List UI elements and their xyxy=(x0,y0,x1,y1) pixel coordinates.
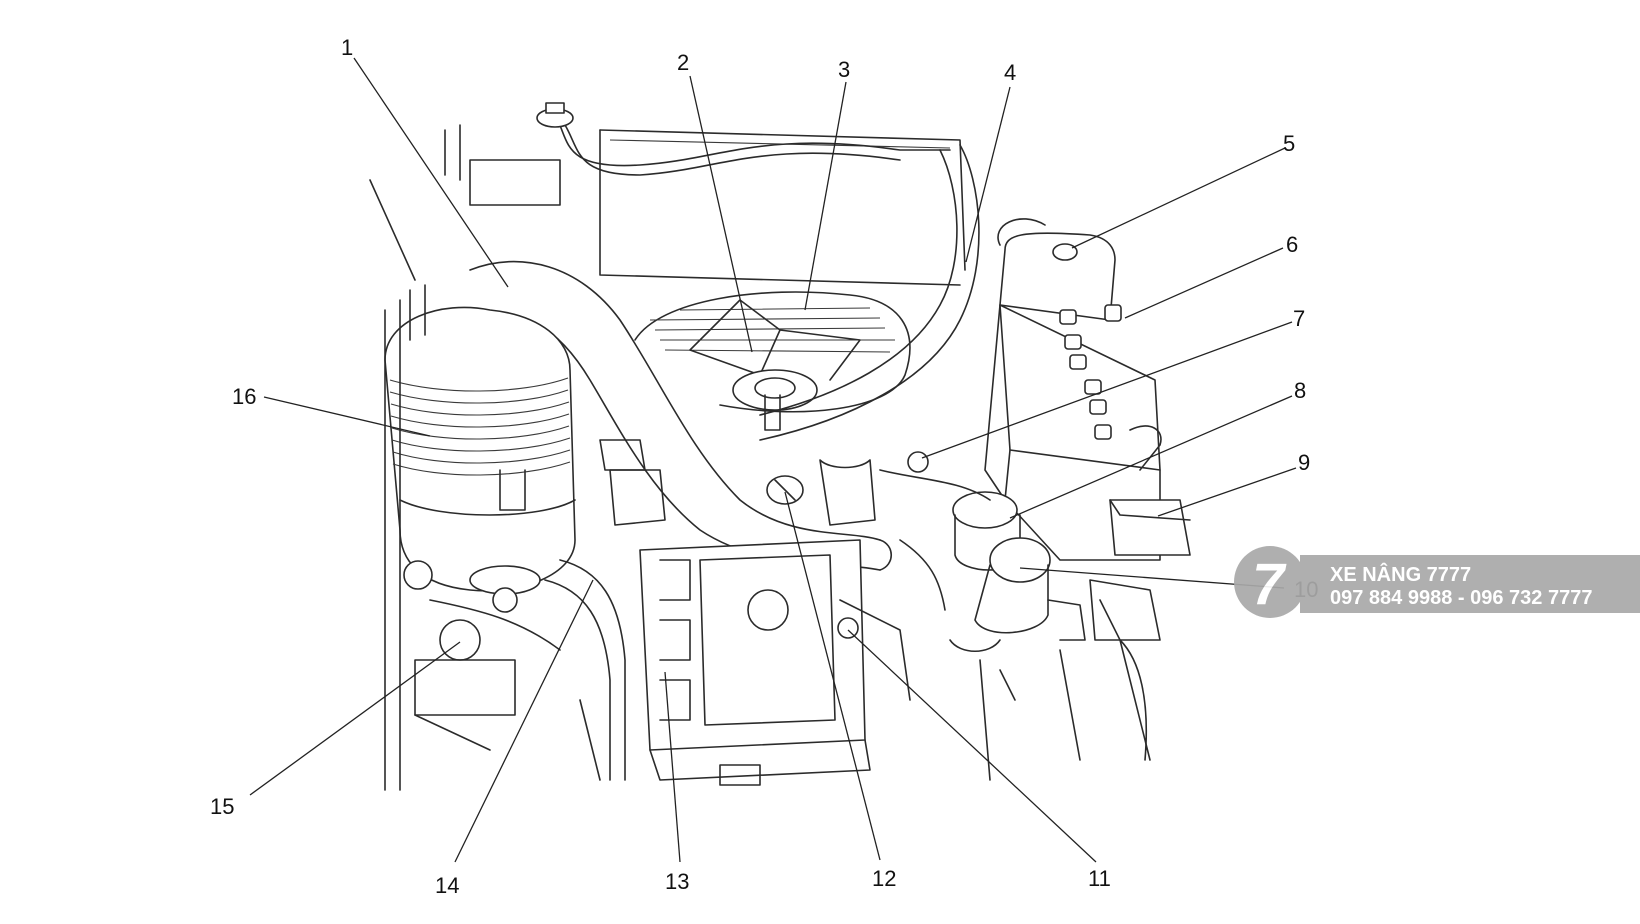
callout-9: 9 xyxy=(1298,450,1310,475)
upper-radiator-hose xyxy=(759,144,980,441)
watermark: 7 XE NÂNG 7777 097 884 9988 - 096 732 77… xyxy=(1234,546,1640,618)
watermark-phone: 097 884 9988 - 096 732 7777 xyxy=(1330,587,1592,609)
watermark-logo xyxy=(1234,546,1306,618)
callout-13: 13 xyxy=(665,869,689,894)
callout-11: 11 xyxy=(1088,866,1111,891)
callout-12: 12 xyxy=(872,866,896,891)
leader-9 xyxy=(1157,467,1297,517)
leader-14 xyxy=(454,579,594,863)
callout-1: 1 xyxy=(341,35,353,60)
watermark-band xyxy=(1300,555,1640,613)
reserve-tank-and-battery xyxy=(984,218,1162,561)
controller-box xyxy=(1109,499,1191,556)
callout-7: 7 xyxy=(1293,306,1305,331)
battery-terminals xyxy=(1059,304,1122,440)
watermark-logo-glyph: 7 xyxy=(1252,552,1287,617)
callout-16: 16 xyxy=(232,384,256,409)
callout-5: 5 xyxy=(1283,131,1295,156)
leader-6 xyxy=(1124,247,1284,319)
engine-drawing xyxy=(369,102,1191,791)
leader-15 xyxy=(249,641,461,796)
lower-left-components xyxy=(384,299,626,791)
leader-7 xyxy=(921,321,1293,459)
callout-14: 14 xyxy=(435,873,459,898)
callout-3: 3 xyxy=(838,57,850,82)
callout-15: 15 xyxy=(210,794,234,819)
callout-labels: 1 2 3 4 5 6 7 8 9 10 11 12 13 14 15 16 xyxy=(210,35,1318,898)
right-frame xyxy=(979,599,1151,781)
leader-12 xyxy=(784,491,881,861)
leader-1 xyxy=(353,57,509,288)
leader-8 xyxy=(1009,395,1293,519)
leader-5 xyxy=(1071,147,1286,249)
callout-8: 8 xyxy=(1294,378,1306,403)
air-cleaner xyxy=(384,284,576,595)
engine-block xyxy=(599,439,991,786)
leader-16 xyxy=(263,396,431,437)
leader-3 xyxy=(804,81,847,311)
leader-2 xyxy=(689,75,753,353)
callout-6: 6 xyxy=(1286,232,1298,257)
leader-4 xyxy=(965,86,1011,263)
watermark-name: XE NÂNG 7777 xyxy=(1330,562,1471,586)
leader-11 xyxy=(847,629,1097,863)
fuel-filter-starter xyxy=(949,491,1161,652)
callout-2: 2 xyxy=(677,50,689,75)
leader-13 xyxy=(664,671,681,863)
radiator-frame xyxy=(369,102,966,286)
fan-assembly xyxy=(634,291,911,431)
callout-4: 4 xyxy=(1004,60,1016,85)
